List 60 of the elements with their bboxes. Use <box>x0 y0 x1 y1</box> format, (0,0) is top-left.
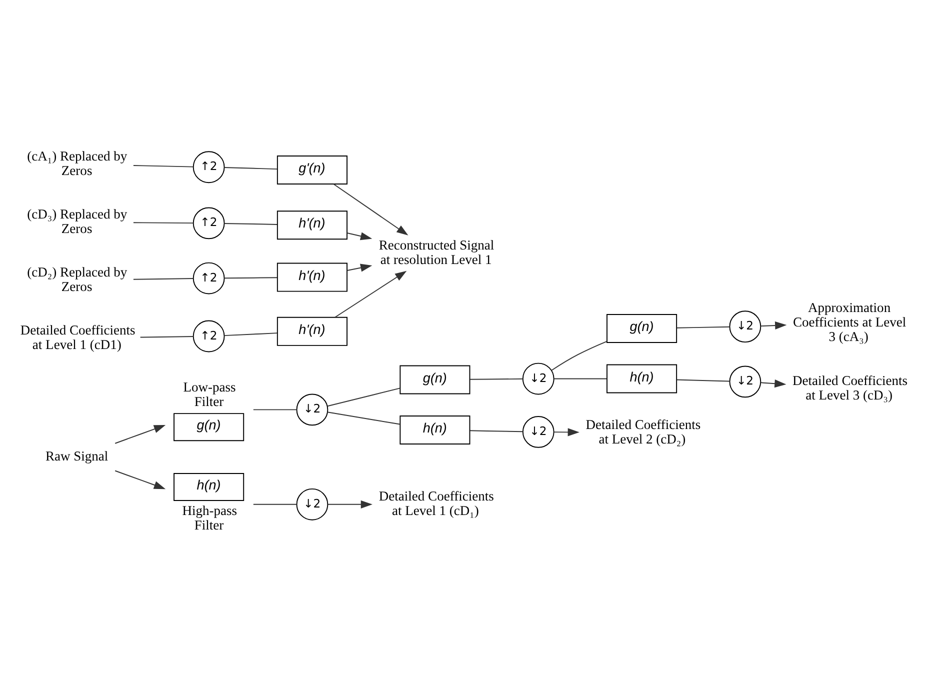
connector <box>224 222 278 225</box>
node-text: Reconstructed Signal at resolution Level 1 <box>378 237 494 267</box>
node-circle: ↑2 <box>192 151 225 184</box>
node-label: High-pass Filter <box>182 503 238 533</box>
node-circle: ↓2 <box>729 366 762 398</box>
node-box: g(n) <box>606 314 678 344</box>
node-label: Low-pass Filter <box>183 380 236 410</box>
node-box: h(n) <box>400 416 470 444</box>
node-box: h'(n) <box>276 210 348 240</box>
node-circle: ↓2 <box>729 310 762 343</box>
node-text: Detailed Coefficients at Level 1 (cD1) <box>20 322 136 352</box>
node-circle: ↑2 <box>192 262 225 294</box>
arrow <box>333 184 408 236</box>
connector <box>252 409 298 410</box>
arrow <box>553 428 580 436</box>
connector <box>140 336 194 338</box>
node-circle: ↑2 <box>192 207 225 240</box>
connector <box>224 277 278 279</box>
arrow <box>334 270 407 318</box>
connector <box>132 278 194 280</box>
node-box: h'(n) <box>276 262 348 292</box>
node-text: Detailed Coefficients at Level 1 (cD₁) <box>378 488 494 518</box>
node-box: h(n) <box>606 364 678 394</box>
arrow <box>760 321 787 330</box>
connector <box>224 167 278 170</box>
connector <box>553 378 608 380</box>
arrow <box>760 380 786 388</box>
connector <box>551 340 608 371</box>
connector <box>470 378 524 380</box>
arrow <box>114 425 166 444</box>
arrow <box>346 232 372 240</box>
node-circle: ↑2 <box>192 320 225 352</box>
node-box: h'(n) <box>276 316 348 346</box>
node-circle: ↓2 <box>522 416 554 448</box>
node-text: (cD₃) Replaced by Zeros <box>27 206 128 236</box>
connector <box>676 326 730 328</box>
node-box: g'(n) <box>276 156 348 185</box>
node-circle: ↓2 <box>522 362 554 395</box>
node-box: g(n) <box>174 413 244 442</box>
node-circle: ↓2 <box>296 488 328 520</box>
node-text: Raw Signal <box>45 448 108 464</box>
connector <box>132 222 194 224</box>
node-text: Detailed Coefficients at Level 2 (cD₂) <box>586 417 701 447</box>
connector <box>470 430 524 432</box>
connector <box>676 379 730 382</box>
node-box: g(n) <box>400 365 470 394</box>
connector <box>252 504 298 505</box>
connector <box>224 332 278 336</box>
node-box: h(n) <box>174 473 244 502</box>
arrow <box>328 500 372 508</box>
node-text: (cD₂) Replaced by Zeros <box>27 264 128 294</box>
connector <box>132 165 194 168</box>
node-circle: ↓2 <box>296 394 328 426</box>
node-text: Approximation Coefficients at Level 3 (cA₃) <box>793 300 906 344</box>
node-text: Detailed Coefficients at Level 3 (cD₃) <box>792 372 908 402</box>
node-text: (cA₁) Replaced by Zeros <box>27 148 128 178</box>
connector <box>327 412 400 425</box>
arrow <box>346 264 372 272</box>
arrow <box>114 470 166 490</box>
connector <box>327 388 400 407</box>
